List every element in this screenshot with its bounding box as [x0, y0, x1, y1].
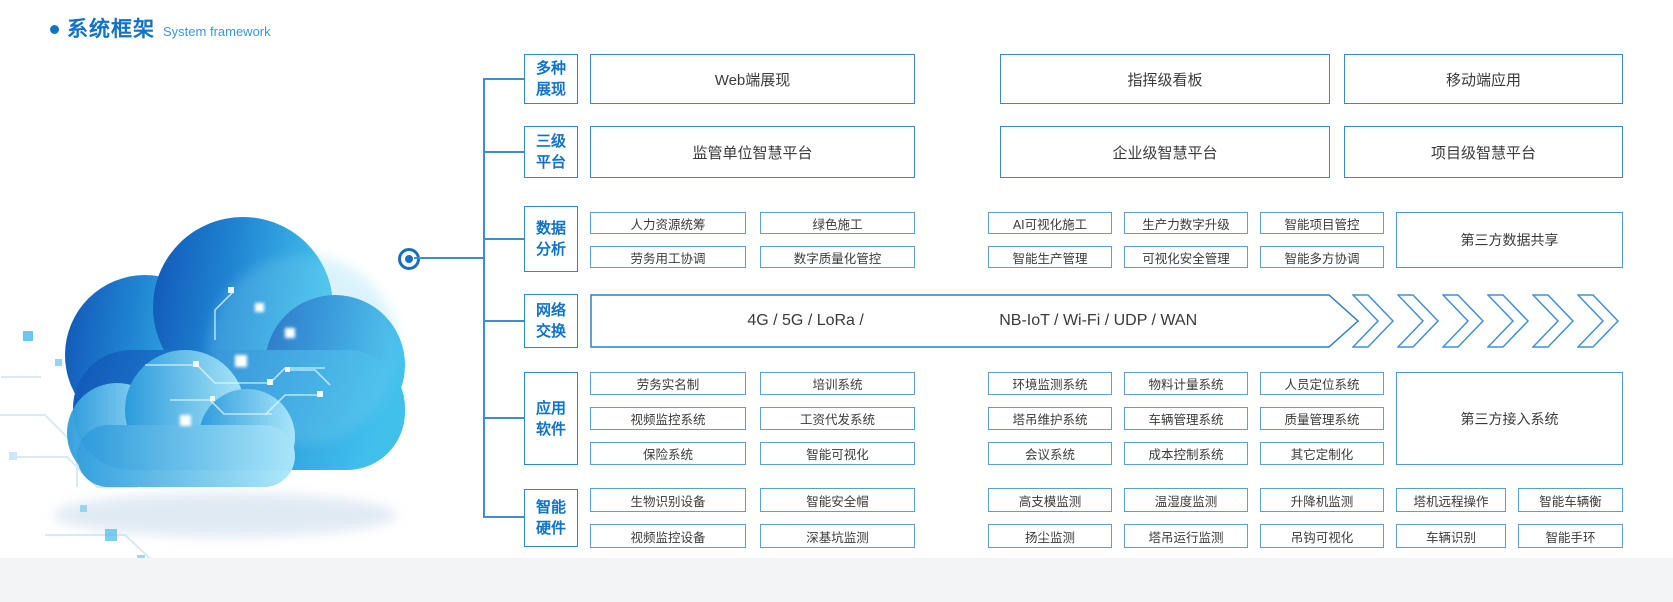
enterprise-platform-box: 企业级智慧平台: [1000, 126, 1330, 178]
project-platform-box: 项目级智慧平台: [1344, 126, 1623, 178]
web-display-box: Web端展现: [590, 54, 915, 104]
diagram-box: 可视化安全管理: [1124, 246, 1248, 268]
title-zh: 系统框架: [67, 18, 155, 41]
diagram-box: 其它定制化: [1260, 442, 1384, 465]
cloud-node-icon: [398, 248, 420, 270]
cloud-illustration: [0, 217, 405, 564]
diagram-box: 深基坑监测: [760, 524, 915, 548]
command-board-box: 指挥级看板: [1000, 54, 1330, 104]
chevron-icon: [1577, 294, 1620, 348]
regulator-platform-box: 监管单位智慧平台: [590, 126, 915, 178]
page-title: 系统框架 System framework: [50, 13, 271, 43]
connector-node-line: [414, 257, 483, 259]
mobile-app-box: 移动端应用: [1344, 54, 1623, 104]
diagram-box: 数字质量化管控: [760, 246, 915, 268]
label-line: 三级: [535, 133, 566, 150]
label-line: 数据: [535, 220, 566, 237]
diagram-box: 人力资源统筹: [590, 212, 746, 234]
label-line: 应用: [535, 399, 566, 417]
diagram-box: 保险系统: [590, 442, 746, 465]
banner-text-left: 4G / 5G / LoRa /: [747, 312, 864, 329]
bullet-icon: [50, 24, 59, 34]
label-line: 网络: [535, 302, 566, 319]
chevron-icon: [1532, 294, 1575, 348]
diagram-box: 塔机远程操作: [1396, 488, 1506, 512]
background-strip: [0, 558, 1673, 602]
diagram-box: 塔吊维护系统: [988, 407, 1112, 430]
connector-trunk-line: [483, 78, 485, 518]
diagram-box: 智能项目管控: [1260, 212, 1384, 234]
third-party-access-box: 第三方接入系统: [1396, 372, 1623, 465]
diagram-box: 吊钩可视化: [1260, 524, 1384, 548]
diagram-box: 质量管理系统: [1260, 407, 1384, 430]
diagram-box: 劳务实名制: [590, 372, 746, 395]
branch-label-platform: 三级 平台: [524, 126, 578, 178]
network-banner: 4G / 5G / LoRa / NB-IoT / Wi-Fi / UDP / …: [590, 294, 1360, 348]
connector-branch-line: [483, 238, 524, 240]
label-line: 展现: [535, 81, 566, 98]
diagram-box: 智能安全帽: [760, 488, 915, 512]
diagram-box: 温湿度监测: [1124, 488, 1248, 512]
banner-text-right: NB-IoT / Wi-Fi / UDP / WAN: [999, 312, 1198, 329]
diagram-box: 会议系统: [988, 442, 1112, 465]
title-en: System framework: [163, 24, 271, 39]
label-line: 智能: [535, 499, 566, 516]
connector-branch-line: [483, 417, 524, 419]
diagram-box: 劳务用工协调: [590, 246, 746, 268]
connector-branch-line: [483, 151, 524, 153]
diagram-box: 视频监控设备: [590, 524, 746, 548]
branch-label-hardware: 智能 硬件: [524, 489, 578, 547]
diagram-box: 车辆管理系统: [1124, 407, 1248, 430]
chevron-row: [1352, 294, 1622, 348]
label-line: 交换: [535, 323, 566, 340]
connector-branch-line: [483, 320, 524, 322]
diagram-box: 智能可视化: [760, 442, 915, 465]
label-line: 硬件: [535, 520, 566, 537]
diagram-box: 工资代发系统: [760, 407, 915, 430]
branch-label-network: 网络 交换: [524, 294, 578, 348]
chevron-icon: [1397, 294, 1440, 348]
diagram-box: 视频监控系统: [590, 407, 746, 430]
diagram-box: 塔吊运行监测: [1124, 524, 1248, 548]
diagram-box: 人员定位系统: [1260, 372, 1384, 395]
chevron-icon: [1352, 294, 1395, 348]
label-line: 多种: [535, 60, 566, 77]
label-line: 平台: [535, 154, 566, 171]
diagram-box: 绿色施工: [760, 212, 915, 234]
third-party-data-box: 第三方数据共享: [1396, 212, 1623, 268]
branch-label-display: 多种 展现: [524, 54, 578, 104]
diagram-box: 车辆识别: [1396, 524, 1506, 548]
diagram-box: 智能车辆衡: [1518, 488, 1623, 512]
label-line: 分析: [535, 241, 566, 258]
diagram-box: 智能多方协调: [1260, 246, 1384, 268]
diagram-box: 生物识别设备: [590, 488, 746, 512]
chevron-icon: [1487, 294, 1530, 348]
branch-label-software: 应用 软件: [524, 372, 578, 465]
branch-label-data: 数据 分析: [524, 206, 578, 272]
diagram-box: 培训系统: [760, 372, 915, 395]
diagram-box: 升降机监测: [1260, 488, 1384, 512]
diagram-box: AI可视化施工: [988, 212, 1112, 234]
banner-arrow: [590, 294, 1360, 348]
diagram-box: 成本控制系统: [1124, 442, 1248, 465]
diagram-box: 智能手环: [1518, 524, 1623, 548]
diagram-box: 高支模监测: [988, 488, 1112, 512]
label-line: 软件: [535, 420, 566, 438]
connector-branch-line: [483, 78, 524, 80]
chevron-icon: [1442, 294, 1485, 348]
diagram-box: 生产力数字升级: [1124, 212, 1248, 234]
diagram-box: 智能生产管理: [988, 246, 1112, 268]
diagram-box: 环境监测系统: [988, 372, 1112, 395]
diagram-box: 扬尘监测: [988, 524, 1112, 548]
diagram-box: 物料计量系统: [1124, 372, 1248, 395]
connector-branch-line: [483, 516, 524, 518]
